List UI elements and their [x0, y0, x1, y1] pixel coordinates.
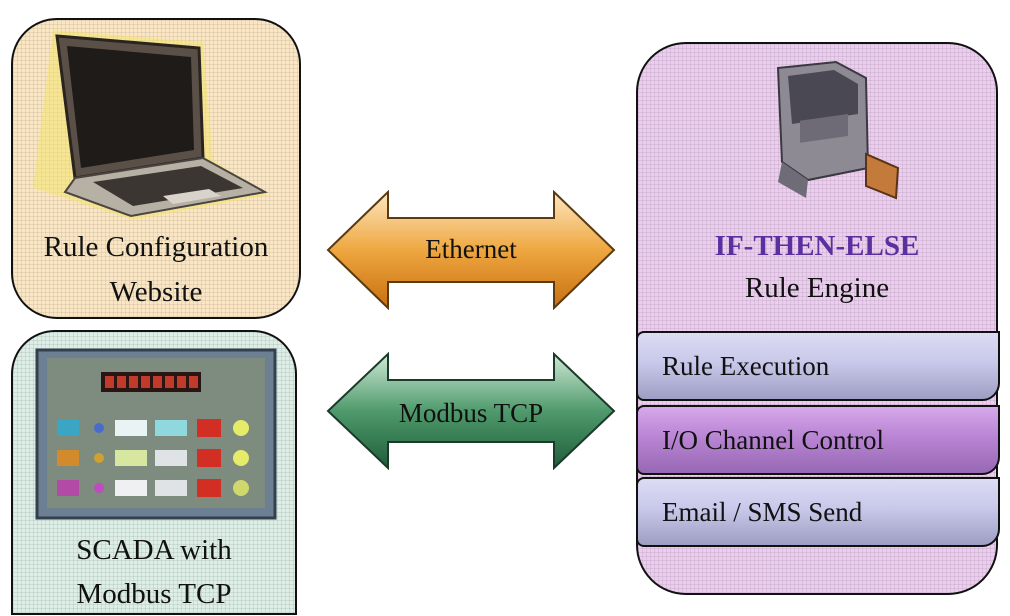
- rule-engine-subtitle: Rule Engine: [744, 272, 890, 304]
- double-arrow-icon: [326, 352, 616, 470]
- modbus-link: Modbus TCP: [326, 352, 616, 470]
- function-email-sms-send: Email / SMS Send: [636, 477, 1000, 547]
- hmi-panel-icon: [35, 348, 277, 520]
- ethernet-label: Ethernet: [425, 234, 517, 264]
- rule-configuration-panel: Rule Configuration Website: [11, 18, 301, 319]
- rule-engine-title: IF-THEN-ELSE: [714, 230, 920, 262]
- scada-panel: SCADA with Modbus TCP: [11, 330, 297, 615]
- rule-engine-panel: IF-THEN-ELSE Rule Engine Rule Execution …: [636, 42, 1000, 595]
- function-rule-execution: Rule Execution: [636, 331, 1000, 401]
- ethernet-link: Ethernet: [326, 190, 616, 310]
- scada-caption-line2: Modbus TCP: [76, 578, 232, 610]
- laptop-caption-line2: Website: [109, 276, 203, 308]
- double-arrow-icon: [326, 190, 616, 310]
- function-io-channel-control: I/O Channel Control: [636, 405, 1000, 475]
- scada-caption-line1: SCADA with: [76, 534, 232, 566]
- laptop-icon: [33, 30, 268, 220]
- modbus-label: Modbus TCP: [398, 398, 544, 428]
- laptop-caption-line1: Rule Configuration: [43, 231, 269, 263]
- plc-controller-icon: [776, 60, 900, 200]
